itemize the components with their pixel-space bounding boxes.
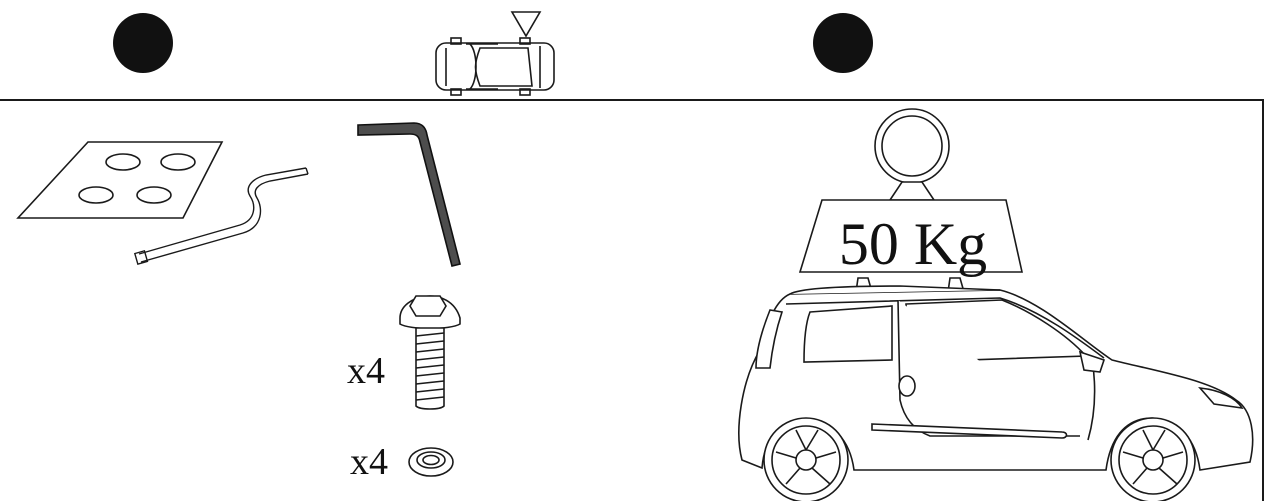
rod-icon [133,167,309,266]
bolt-quantity: x4 [347,350,385,392]
allen-key-icon [357,122,461,267]
load-limit-label: 50 Kg [839,211,987,277]
step-marker-2 [813,13,873,73]
direction-arrow-icon [510,11,542,38]
bolt-icon [399,295,461,410]
washer-icon [408,447,454,477]
washer-quantity: x4 [350,441,388,483]
step-marker-1 [113,13,173,73]
hatchback-car-icon [738,277,1254,501]
weight-icon [798,108,1023,273]
content-frame [0,99,1264,501]
pad-sheet-icon [16,141,224,219]
car-top-view-icon [435,37,555,96]
